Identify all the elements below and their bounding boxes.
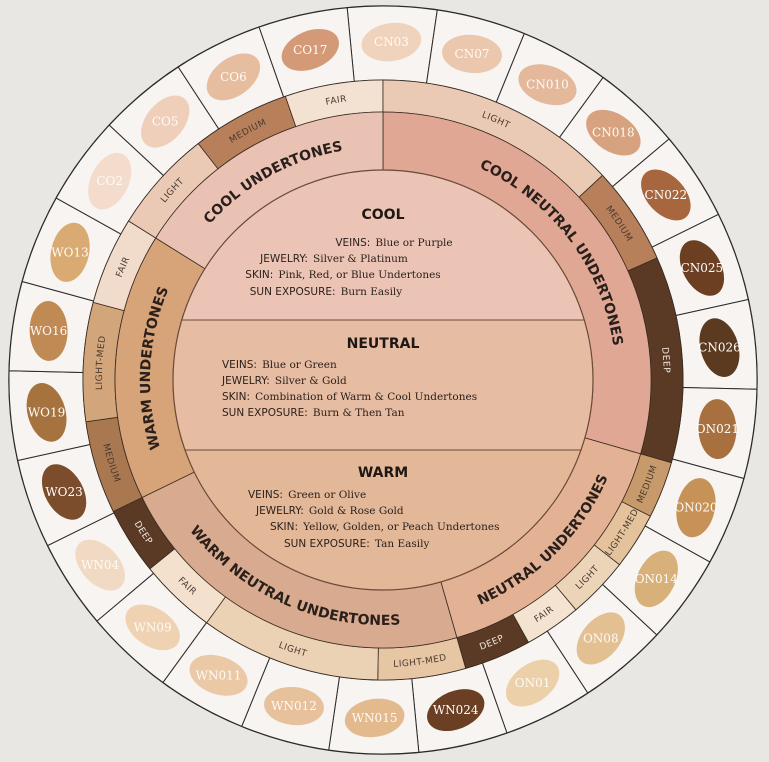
shade-swatch: CO6: [177, 26, 285, 130]
swatch-blob: [634, 550, 678, 608]
shade-code: CN026: [698, 341, 741, 355]
shade-code: CO17: [293, 43, 327, 57]
depth-band-label: LIGHT-MED: [95, 335, 108, 390]
shade-swatch: CN026: [675, 298, 758, 390]
swatch-blob: [442, 34, 502, 74]
depth-band-label: FAIR: [325, 94, 348, 107]
shade-code: CO6: [220, 70, 247, 84]
shade-code: WN011: [196, 668, 242, 682]
swatch-blob: [427, 689, 485, 732]
warm-row: SUN EXPOSURE: Tan Easily: [284, 532, 429, 551]
swatch-blob: [344, 698, 405, 738]
neutral-row: VEINS: Blue or Green: [222, 353, 337, 372]
shade-code: WO13: [51, 245, 88, 259]
shade-swatch: CN025: [651, 213, 749, 317]
cool-row: JEWELRY: Silver & Platinum: [259, 247, 408, 266]
depth-band-label: DEEP: [659, 347, 671, 374]
swatch-blob: [518, 64, 577, 106]
swatch-blob: [41, 464, 87, 520]
neutral-section-bg: [173, 320, 593, 450]
swatch-blob: [141, 95, 190, 148]
swatch-blob: [264, 686, 324, 726]
shade-code: CN07: [455, 47, 490, 61]
shade-swatch: CO5: [108, 66, 220, 177]
swatch-blob: [26, 383, 67, 442]
swatch-blob: [361, 22, 422, 62]
shade-code: WO19: [28, 405, 65, 419]
shade-code: ON020: [674, 501, 717, 515]
swatch-blob: [206, 53, 261, 101]
shade-swatch: WO13: [21, 197, 122, 302]
shade-code: WO23: [45, 485, 82, 499]
shade-swatch: WO19: [8, 370, 91, 462]
swatch-blob: [676, 478, 716, 538]
swatch-blob: [641, 169, 691, 221]
shade-swatch: CN022: [611, 138, 720, 248]
warm-row: JEWELRY: Gold & Rose Gold: [255, 499, 404, 518]
shade-swatch: CO17: [258, 7, 355, 98]
warm-row: VEINS: Green or Olive: [248, 483, 366, 502]
cool-title: COOL: [362, 207, 405, 223]
shade-code: ON01: [515, 676, 551, 690]
neutral-title: NEUTRAL: [347, 336, 420, 352]
shade-swatch: WN024: [411, 662, 508, 753]
shade-swatch: ON014: [601, 525, 711, 636]
shade-code: WN024: [433, 703, 479, 717]
shade-swatch: WO23: [17, 443, 115, 547]
swatch-blob: [29, 300, 68, 361]
shade-swatch: ON08: [546, 583, 658, 694]
swatch-blob: [50, 222, 90, 282]
center-border: [172, 169, 594, 591]
shade-swatch: CN010: [495, 33, 604, 139]
shade-code: WN015: [352, 711, 398, 725]
swatch-blob: [88, 152, 132, 210]
swatch-blob: [699, 318, 740, 377]
shade-swatch: CN03: [346, 5, 438, 84]
shade-code: CO5: [152, 115, 179, 129]
shade-code: WN04: [81, 558, 119, 572]
shade-code: CN03: [374, 35, 409, 49]
shade-swatch: ON01: [481, 630, 589, 734]
warm-row: SKIN: Yellow, Golden, or Peach Undertone…: [270, 515, 499, 534]
shade-swatch: WN011: [162, 621, 271, 727]
shade-swatch: ON020: [644, 458, 745, 563]
swatch-blob: [576, 612, 625, 665]
cool-row: SKIN: Pink, Red, or Blue Undertones: [245, 263, 440, 282]
shade-code: CN025: [681, 261, 724, 275]
swatch-blob: [698, 399, 737, 460]
swatch-blob: [75, 539, 125, 591]
shade-code: ON021: [696, 422, 739, 436]
shade-swatch-ring: CN03CN07CN010CN018CN022CN025CN026ON021ON…: [8, 5, 758, 755]
neutral-row: SKIN: Combination of Warm & Cool Underto…: [222, 385, 477, 404]
swatch-blob: [505, 659, 560, 707]
shade-swatch: ON021: [671, 386, 758, 480]
shade-code: ON014: [635, 572, 679, 586]
cool-row: SUN EXPOSURE: Burn Easily: [250, 280, 403, 299]
swatch-blob: [586, 109, 641, 156]
neutral-row: SUN EXPOSURE: Burn & Then Tan: [222, 401, 405, 420]
shade-code: CO2: [96, 174, 123, 188]
shade-code: CN010: [526, 78, 569, 92]
swatch-blob: [679, 240, 725, 296]
swatch-blob: [125, 604, 180, 651]
shade-code: ON08: [583, 631, 619, 645]
swatch-blob: [189, 654, 248, 696]
swatch-blob: [281, 28, 339, 71]
shade-code: WO16: [30, 324, 67, 338]
shade-code: CN018: [592, 126, 635, 140]
shade-code: CN022: [645, 188, 688, 202]
shade-code: WN09: [134, 620, 172, 634]
shade-code: WN012: [271, 699, 317, 713]
shade-swatch: WN015: [328, 676, 420, 755]
neutral-row: JEWELRY: Silver & Gold: [221, 369, 347, 388]
cool-row: VEINS: Blue or Purple: [335, 231, 452, 250]
warm-title: WARM: [358, 465, 408, 481]
